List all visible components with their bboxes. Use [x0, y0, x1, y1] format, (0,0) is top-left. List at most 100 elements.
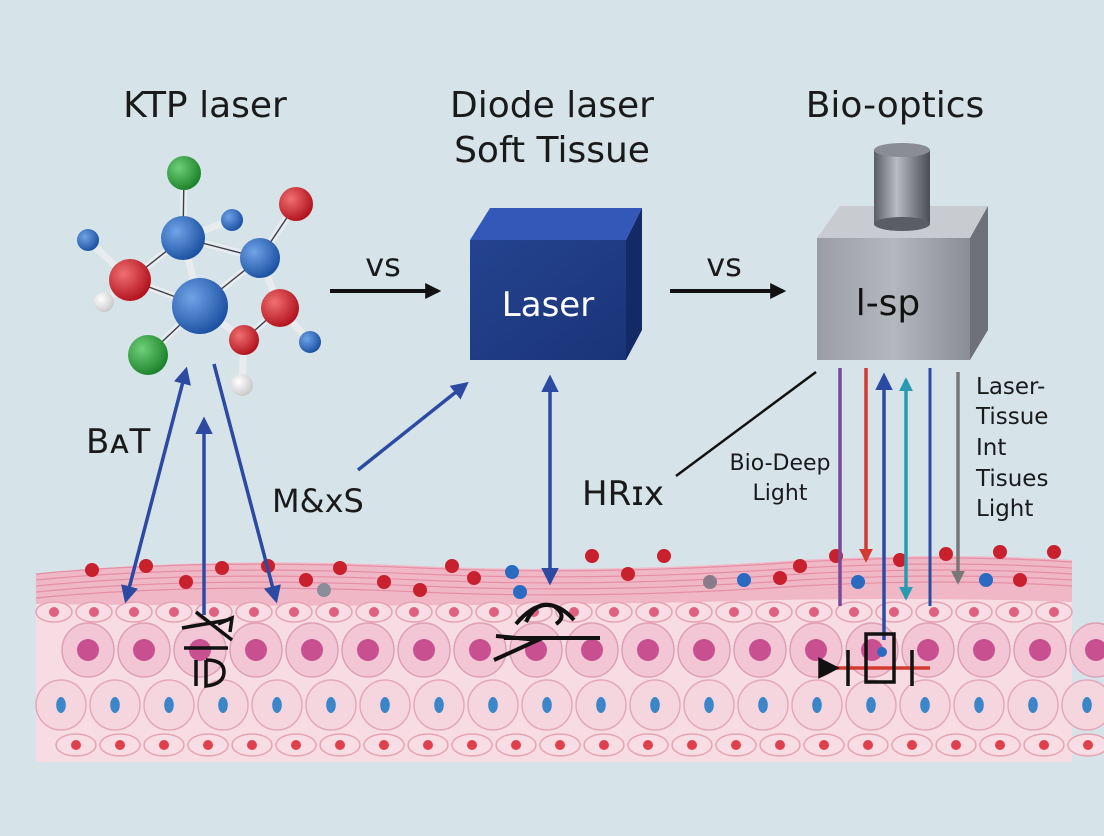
cell-nucleus — [159, 740, 169, 750]
cell-nucleus — [49, 607, 59, 617]
cell-nucleus — [542, 697, 552, 713]
laser-tissue-label-4: Tisues — [975, 466, 1048, 492]
cell-nucleus — [704, 697, 714, 713]
cell-nucleus — [249, 607, 259, 617]
blood-cell-dot — [737, 573, 751, 587]
blue-atom — [77, 229, 99, 251]
cell-nucleus — [555, 740, 565, 750]
lsp-box-label: l-sp — [856, 283, 921, 324]
cell-nucleus — [819, 740, 829, 750]
cell-nucleus — [1028, 697, 1038, 713]
cell-nucleus — [169, 607, 179, 617]
cell-nucleus — [272, 697, 282, 713]
diode-laser-title: Diode laser — [450, 85, 654, 126]
laser-tissue-label-2: Tissue — [975, 404, 1048, 430]
blood-cell-dot — [333, 561, 347, 575]
blood-cell-dot — [1047, 545, 1061, 559]
cell-nucleus — [995, 740, 1005, 750]
blood-cell-dot — [979, 573, 993, 587]
cell-nucleus — [917, 639, 939, 661]
cell-nucleus — [643, 740, 653, 750]
cell-nucleus — [110, 697, 120, 713]
vs-label-left: vs — [365, 246, 401, 284]
soft-tissue-title: Soft Tissue — [454, 130, 650, 171]
cell-nucleus — [380, 697, 390, 713]
blood-cell-dot — [179, 575, 193, 589]
laser-tissue-label-3: Int — [976, 435, 1006, 461]
blood-cell-dot — [703, 575, 717, 589]
cell-nucleus — [301, 639, 323, 661]
green-atom — [128, 335, 168, 375]
cell-nucleus — [164, 697, 174, 713]
cell-nucleus — [969, 607, 979, 617]
cell-nucleus — [769, 607, 779, 617]
cell-nucleus — [245, 639, 267, 661]
cell-nucleus — [77, 639, 99, 661]
blood-cell-dot — [85, 563, 99, 577]
bio-deep-light-label: Light — [753, 481, 808, 506]
cell-nucleus — [488, 697, 498, 713]
cell-nucleus — [758, 697, 768, 713]
blood-cell-dot — [299, 573, 313, 587]
cell-nucleus — [189, 639, 211, 661]
tissue-cells — [35, 601, 1104, 757]
cell-nucleus — [434, 697, 444, 713]
cell-nucleus — [951, 740, 961, 750]
blue-atom — [172, 278, 228, 334]
ktp-laser-title: KTP laser — [123, 85, 287, 126]
blue-atom — [161, 216, 205, 260]
cell-nucleus — [467, 740, 477, 750]
cell-nucleus — [849, 607, 859, 617]
cell-nucleus — [693, 639, 715, 661]
blood-cell-dot — [585, 549, 599, 563]
cell-nucleus — [449, 607, 459, 617]
vs-label-right: vs — [706, 246, 742, 284]
tissue-layer — [35, 545, 1104, 762]
cell-nucleus — [89, 607, 99, 617]
blood-cell-dot — [993, 545, 1007, 559]
cell-nucleus — [469, 639, 491, 661]
cell-nucleus — [599, 740, 609, 750]
mxs-label: M&xS — [272, 482, 364, 520]
cell-nucleus — [409, 607, 419, 617]
blood-cell-dot — [793, 559, 807, 573]
cell-nucleus — [1009, 607, 1019, 617]
cell-nucleus — [203, 740, 213, 750]
cell-nucleus — [1049, 607, 1059, 617]
cell-nucleus — [907, 740, 917, 750]
blood-cell-dot — [413, 583, 427, 597]
cell-nucleus — [413, 639, 435, 661]
cell-nucleus — [775, 740, 785, 750]
cell-nucleus — [379, 740, 389, 750]
red-atom — [109, 259, 151, 301]
blood-cell-dot — [215, 561, 229, 575]
laser-tissue-label-5: Light — [976, 496, 1033, 522]
cell-nucleus — [809, 607, 819, 617]
blood-cell-dot — [377, 575, 391, 589]
blood-cell-dot — [513, 585, 527, 599]
blood-cell-dot — [851, 575, 865, 589]
cell-nucleus — [1082, 697, 1092, 713]
cell-nucleus — [929, 607, 939, 617]
cell-nucleus — [805, 639, 827, 661]
bat-label: BᴀT — [86, 422, 150, 462]
annotation-arrow — [121, 366, 191, 604]
red-atom — [279, 187, 313, 221]
eye-symbol-icon — [493, 602, 600, 662]
cell-nucleus — [749, 639, 771, 661]
cell-nucleus — [489, 607, 499, 617]
cell-nucleus — [863, 740, 873, 750]
resistor-symbol-icon — [181, 610, 235, 688]
cell-nucleus — [369, 607, 379, 617]
cell-nucleus — [973, 639, 995, 661]
red-atom — [261, 289, 299, 327]
cell-nucleus — [812, 697, 822, 713]
cell-nucleus — [209, 607, 219, 617]
cell-nucleus — [609, 607, 619, 617]
cell-nucleus — [637, 639, 659, 661]
blood-cell-dot — [773, 571, 787, 585]
blood-cell-dot — [445, 559, 459, 573]
white-atom — [94, 292, 114, 312]
cell-nucleus — [423, 740, 433, 750]
hrix-pointer-line — [675, 370, 817, 478]
